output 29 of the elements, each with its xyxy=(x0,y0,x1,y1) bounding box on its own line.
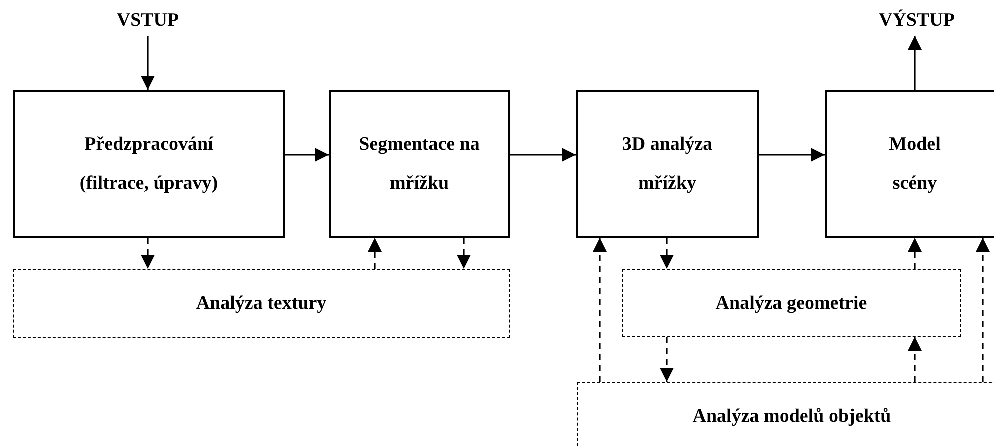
io-label: VÝSTUP xyxy=(878,8,955,33)
io-label: VSTUP xyxy=(116,9,180,33)
arrow xyxy=(908,36,922,90)
arrow xyxy=(141,238,155,269)
analysis-box xyxy=(13,269,510,338)
arrow xyxy=(510,148,576,162)
process-box xyxy=(13,90,285,238)
arrow xyxy=(660,238,674,269)
box-label: 3D analýza mřížky xyxy=(621,133,714,196)
analysis-box xyxy=(622,269,961,337)
box-label: Segmentace na mřížku xyxy=(358,133,481,196)
arrow xyxy=(976,238,990,382)
arrow xyxy=(908,337,922,382)
box-label: Model scény xyxy=(888,133,942,196)
arrow xyxy=(908,238,922,269)
box-label: Analýza modelů objektů xyxy=(692,405,892,429)
arrow xyxy=(141,36,155,90)
arrow xyxy=(759,148,825,162)
process-box xyxy=(576,90,759,238)
arrow xyxy=(285,148,329,162)
process-box xyxy=(825,90,994,238)
process-box xyxy=(329,90,510,238)
arrow xyxy=(368,238,382,269)
arrow xyxy=(457,238,471,269)
arrow xyxy=(593,238,607,382)
box-label: Analýza textury xyxy=(196,292,327,316)
box-label: Analýza geometrie xyxy=(716,292,868,316)
arrow xyxy=(660,337,674,382)
box-label: Předzpracování (filtrace, úpravy) xyxy=(78,133,220,196)
